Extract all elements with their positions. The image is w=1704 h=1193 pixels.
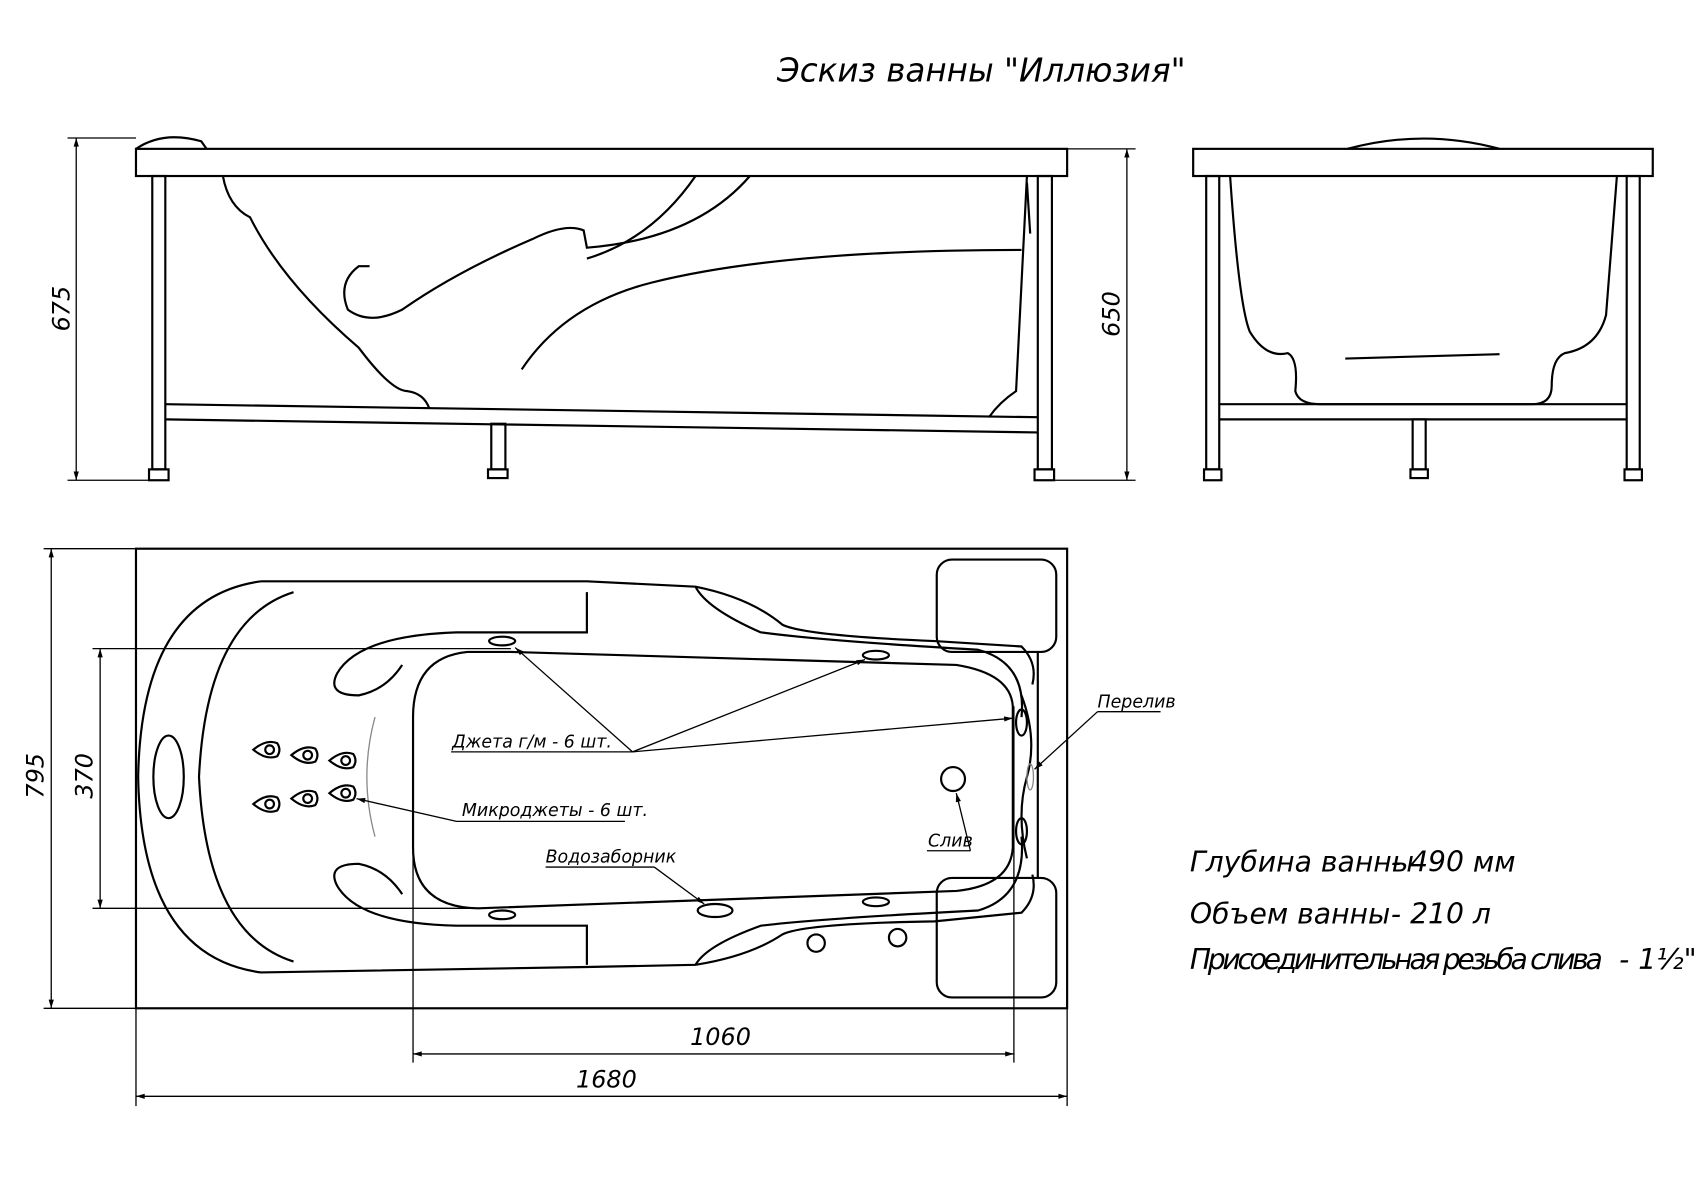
spec-thread-value: - 1½"	[1619, 943, 1696, 976]
microjets	[251, 740, 357, 813]
dim-675: 675	[48, 286, 76, 332]
spec-thread-name: Присоединительная резьба слива	[1190, 943, 1603, 976]
label-microjets: Микроджеты - 6 шт.	[462, 801, 648, 821]
dim-1060: 1060	[690, 1023, 751, 1051]
spec-volume-value: - 210 л	[1391, 898, 1491, 931]
label-overflow: Перелив	[1098, 692, 1176, 712]
label-drain: Слив	[928, 831, 973, 851]
dim-650: 650	[1097, 291, 1125, 337]
spec-depth-name: Глубина ванны	[1190, 845, 1414, 878]
spec-volume-name: Объем ванны	[1190, 898, 1390, 931]
drawing-title: Эскиз ванны "Иллюзия"	[776, 51, 1186, 89]
label-intake: Водозаборник	[546, 848, 677, 868]
dim-1680: 1680	[576, 1066, 637, 1094]
label-jets: Джета г/м - 6 шт.	[451, 733, 612, 753]
top-view: Джета г/м - 6 шт. Микроджеты - 6 шт. Вод…	[22, 547, 1176, 1107]
specs: Глубина ванны - 490 мм Объем ванны - 210…	[1190, 845, 1697, 976]
side-view: 675 650	[48, 136, 1136, 482]
dim-795: 795	[22, 753, 50, 799]
dim-370: 370	[71, 753, 99, 799]
end-view	[1192, 137, 1654, 482]
spec-depth-value: - 490 мм	[1391, 845, 1516, 878]
